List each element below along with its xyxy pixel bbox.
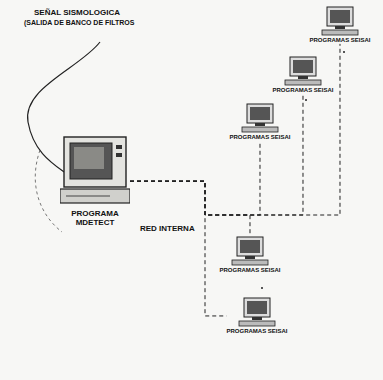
- computer-node: PROGRAMAS SEISAI: [229, 103, 290, 141]
- network-label: RED INTERNA: [138, 224, 197, 233]
- network-link: [130, 181, 226, 316]
- computer-node: PROGRAMAS SEISAI: [226, 297, 287, 335]
- computer-icon: [60, 135, 130, 205]
- network-link: [130, 181, 250, 236]
- dot: [305, 99, 307, 101]
- signal-trace: [35, 150, 62, 232]
- computer-label: PROGRAMA MDETECT: [64, 209, 126, 227]
- computer-label: PROGRAMAS SEISAI: [272, 87, 333, 94]
- computer-label: PROGRAMAS SEISAI: [226, 328, 287, 335]
- computer-icon: [284, 56, 322, 86]
- network-link: [130, 141, 260, 215]
- dot: [343, 51, 345, 53]
- computer-icon: [241, 103, 279, 133]
- network-link: [130, 44, 340, 215]
- computer-node: PROGRAMAS SEISAI: [219, 236, 280, 274]
- network-link: [130, 94, 303, 215]
- computer-icon: [238, 297, 276, 327]
- computer-label: PROGRAMAS SEISAI: [309, 37, 370, 44]
- computer-icon: [231, 236, 269, 266]
- computer-node: PROGRAMAS SEISAI: [309, 6, 370, 44]
- signal-title: SEÑAL SISMOLOGICA: [34, 8, 120, 17]
- computer-node: PROGRAMAS SEISAI: [272, 56, 333, 94]
- computer-node: PROGRAMA MDETECT: [60, 135, 130, 227]
- computer-label: PROGRAMAS SEISAI: [229, 134, 290, 141]
- computer-icon: [321, 6, 359, 36]
- dot: [261, 287, 263, 289]
- computer-label: PROGRAMAS SEISAI: [219, 267, 280, 274]
- signal-subtitle: (SALIDA DE BANCO DE FILTROS: [24, 19, 134, 26]
